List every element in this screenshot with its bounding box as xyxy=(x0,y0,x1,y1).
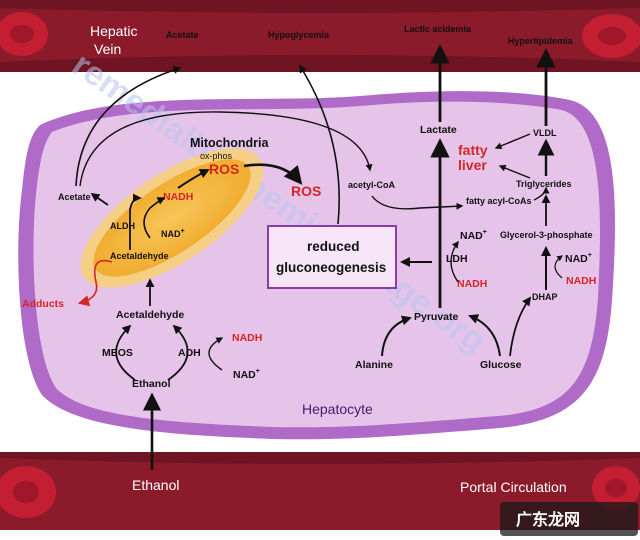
vldl-to-fattyliver-arrow xyxy=(494,133,531,150)
acetate-to-acetylcoa-arrow xyxy=(79,111,373,187)
hepatocyte-label: Hepatocyte xyxy=(302,401,373,417)
mito-nadh-label: NADH xyxy=(163,191,193,203)
mitochondria-subtitle: ox-phos xyxy=(200,151,233,161)
mito-acetaldehyde-label: Acetaldehyde xyxy=(110,251,169,261)
dhap-label: DHAP xyxy=(532,292,558,302)
adh-nad-label: NAD+ xyxy=(233,368,260,381)
ldh-nad-label: NAD+ xyxy=(460,229,487,242)
adh-nadh-label: NADH xyxy=(232,332,262,344)
fatty-liver-label-2: liver xyxy=(458,157,487,173)
ros-mito-label: ROS xyxy=(209,161,239,177)
glycerol-3-phosphate-label: Glycerol-3-phosphate xyxy=(500,230,593,240)
mitochondria xyxy=(80,148,264,288)
glucose-to-pyruvate-arrow xyxy=(468,314,501,357)
reduced-gluconeogenesis-box xyxy=(267,225,397,289)
meos-arrow xyxy=(115,324,136,381)
output-hyperlipidemia: Hyperlipidemia xyxy=(508,36,574,46)
alanine-to-pyruvate-arrow xyxy=(381,315,412,357)
portal-ethanol-label: Ethanol xyxy=(132,477,179,493)
aldh-label: ALDH xyxy=(110,221,135,231)
hepatic-vein xyxy=(0,0,640,72)
lactate-label: Lactate xyxy=(420,124,457,136)
nadh-to-ros-arrow xyxy=(177,169,210,189)
aldh-arrow xyxy=(129,193,142,250)
meos-label: MEOS xyxy=(102,347,133,359)
fatty-liver-label-1: fatty xyxy=(458,142,488,158)
dhap-nadh-label: NADH xyxy=(566,275,596,287)
output-acetate: Acetate xyxy=(166,30,199,40)
output-lactic-acidemia: Lactic acidemia xyxy=(404,24,472,34)
glucose-to-dhap-arrow xyxy=(509,296,532,357)
glucose-label: Glucose xyxy=(480,359,522,371)
hepatic-vein-label-1: Hepatic xyxy=(90,23,137,39)
adh-cofactor-arrow xyxy=(208,337,224,371)
ros-export-arrow xyxy=(243,163,303,185)
acetate-arrow xyxy=(90,192,109,206)
hepatic-vein-label-2: Vein xyxy=(94,41,121,57)
fattyacyl-to-triglycerides-arrow xyxy=(533,186,550,201)
portal-circulation-label: Portal Circulation xyxy=(460,479,567,495)
adh-label: ADH xyxy=(178,347,201,359)
acetate-cell-label: Acetate xyxy=(58,192,91,202)
dhap-nad-label: NAD+ xyxy=(565,252,592,265)
acetylcoa-to-fattyacyl-arrow xyxy=(371,195,464,210)
vldl-label: VLDL xyxy=(533,128,557,138)
badge-text: 广东龙网 xyxy=(516,510,580,529)
triglycerides-label: Triglycerides xyxy=(516,179,572,189)
ethanol-cell-label: Ethanol xyxy=(132,378,171,390)
triglycerides-to-fattyliver-arrow xyxy=(498,164,531,179)
pyruvate-label: Pyruvate xyxy=(414,311,459,323)
acetyl-coa-label: acetyl-CoA xyxy=(348,180,396,190)
ldh-cofactor-arrow xyxy=(450,240,459,283)
adducts-label: Adducts xyxy=(22,298,64,310)
mito-nad-label: NAD+ xyxy=(161,228,185,239)
nad-to-nadh-arrow xyxy=(143,197,166,239)
output-hypoglycemia: Hypoglycemia xyxy=(268,30,330,40)
gluconeogenesis-label: gluconeogenesis xyxy=(276,260,386,275)
ros-cytosol-label: ROS xyxy=(291,183,321,199)
hypoglycemia-arrow xyxy=(299,64,340,225)
source-badge: 广东龙网 xyxy=(500,502,638,536)
ldh-label: LDH xyxy=(446,253,468,265)
reduced-label: reduced xyxy=(307,239,360,254)
ldh-nadh-label: NADH xyxy=(457,278,487,290)
alanine-label: Alanine xyxy=(355,359,393,371)
acetate-export-arrow xyxy=(75,66,182,187)
fatty-acyl-coas-label: fatty acyl-CoAs xyxy=(466,196,532,206)
adducts-arrow xyxy=(77,259,113,307)
acetaldehyde-label: Acetaldehyde xyxy=(116,309,184,321)
dhap-cofactor-arrow xyxy=(554,255,563,279)
adh-arrow xyxy=(167,324,189,381)
mitochondria-title: Mitochondria xyxy=(190,136,270,150)
